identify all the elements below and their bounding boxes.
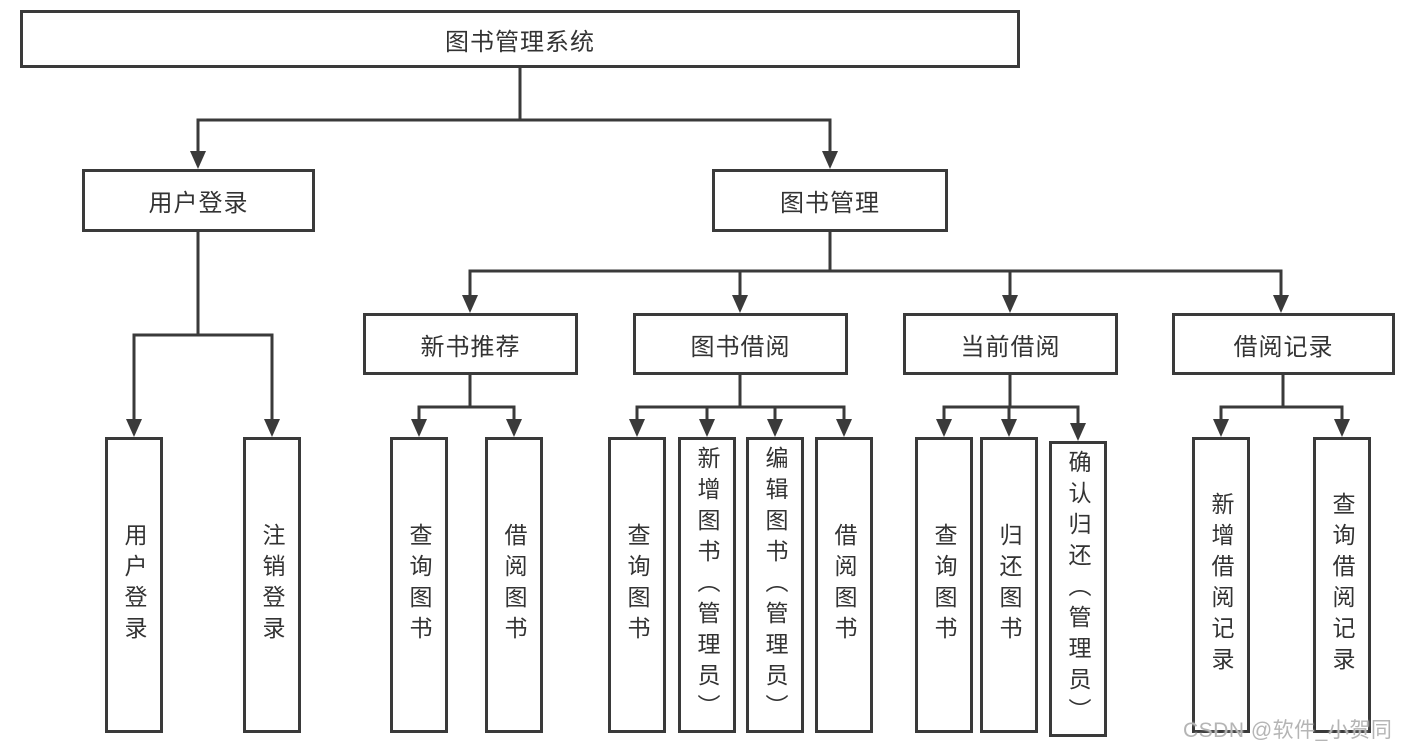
node-label: 借阅图书 [501,523,527,647]
leaf-borrow-books-recommend: 借阅图书 [485,437,543,733]
node-book-management: 图书管理 [712,169,948,232]
node-label: 图书管理系统 [445,28,595,56]
node-label: 新书推荐 [420,333,521,361]
node-label: 新增借阅记录 [1208,492,1234,678]
node-label: 确认归还（管理员） [1065,449,1091,729]
leaf-user-login: 用户登录 [105,437,163,733]
leaf-return-book: 归还图书 [980,437,1038,733]
node-label: 图书管理 [780,190,880,217]
node-user-login: 用户登录 [82,169,315,232]
node-label: 新增图书（管理员） [694,445,720,725]
node-label: 归还图书 [996,523,1022,647]
leaf-confirm-return-admin: 确认归还（管理员） [1049,441,1107,737]
leaf-query-books-current: 查询图书 [915,437,973,733]
node-label: 编辑图书（管理员） [762,445,788,725]
node-label: 查询借阅记录 [1329,492,1355,678]
node-label: 查询图书 [931,523,957,647]
leaf-logout: 注销登录 [243,437,301,733]
watermark-text: CSDN @软件_小贺同学 [1183,719,1393,742]
leaf-borrow-books: 借阅图书 [815,437,873,733]
node-label: 查询图书 [624,523,650,647]
node-book-borrow: 图书借阅 [633,313,848,375]
node-current-borrow: 当前借阅 [903,313,1118,375]
node-new-book-recommend: 新书推荐 [363,313,578,375]
node-label: 注销登录 [259,523,285,647]
leaf-add-borrow-record: 新增借阅记录 [1192,437,1250,733]
node-label: 当前借阅 [960,333,1061,361]
leaf-query-books-borrow: 查询图书 [608,437,666,733]
node-borrow-records: 借阅记录 [1172,313,1395,375]
node-library-system: 图书管理系统 [20,10,1020,68]
node-label: 图书借阅 [690,333,791,361]
leaf-edit-book-admin: 编辑图书（管理员） [746,437,804,733]
node-label: 借阅图书 [831,523,857,647]
leaf-query-borrow-record: 查询借阅记录 [1313,437,1371,733]
node-label: 查询图书 [406,523,432,647]
node-label: 用户登录 [121,523,147,647]
leaf-query-books-recommend: 查询图书 [390,437,448,733]
node-label: 借阅记录 [1233,333,1334,361]
leaf-add-book-admin: 新增图书（管理员） [678,437,736,733]
node-label: 用户登录 [148,190,249,217]
